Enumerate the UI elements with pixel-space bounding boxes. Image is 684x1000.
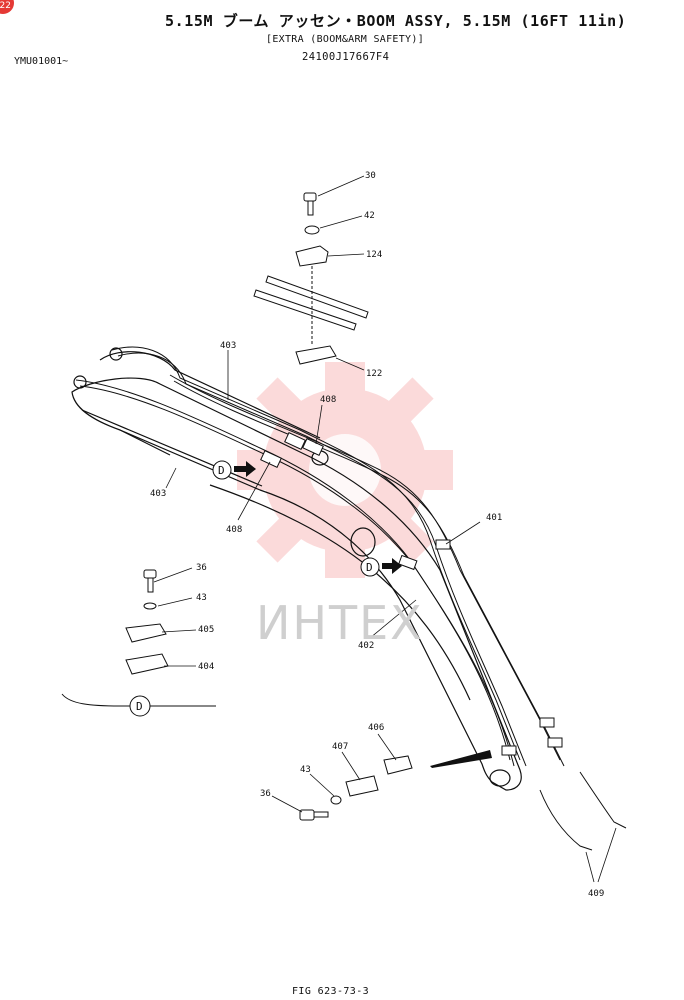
detail-marker-d-2-label: D [366,561,373,574]
washer-43b [330,795,342,805]
lower-exploded-parts [299,755,413,821]
hose-lines [75,346,627,851]
bolt-head-36b [299,809,315,821]
figure-reference: FIG 623-73-3 [292,986,370,997]
callout-403-lower: 403 [150,489,166,499]
callout-42: 42 [364,211,375,221]
clamp-404 [125,653,169,675]
clamp-122 [295,345,337,365]
page-corner-badge: 22 [0,0,14,14]
arrow-right-icon [234,461,256,477]
clamp-406 [383,755,413,775]
detail-d-bracket-line [61,693,216,707]
clamp-set-upper [260,432,563,756]
callout-405: 405 [198,625,214,635]
page-title: 5.15M ブーム アッセン・BOOM ASSY, 5.15M (16FT 11… [165,12,627,30]
bolt-shank-30 [307,200,314,216]
callout-124: 124 [366,250,382,260]
assembly-part-number: 24100J17667F4 [302,51,390,63]
callout-408-upper: 408 [320,395,336,405]
detail-d-label: D [136,700,143,713]
clamp-124 [295,245,329,267]
tube-upper [253,289,357,331]
serial-range: YMU01001~ [14,56,69,67]
bolt-shank-36b [313,811,329,818]
clamp-407 [345,775,379,797]
callout-36-detail: 36 [196,563,207,573]
washer-42 [304,225,320,235]
bolt-head-30 [303,192,317,202]
callout-408-lower: 408 [226,525,242,535]
detail-marker-d-1-label: D [218,464,225,477]
detail-d-label-circle [129,695,151,717]
clamp-405 [125,623,167,643]
pointer-wedge [430,750,492,768]
detail-marker-d-2 [360,557,380,577]
callout-122: 122 [366,369,382,379]
detail-arrows: D D [212,460,402,577]
detail-marker-d-1 [212,460,232,480]
callout-403-upper: 403 [220,341,236,351]
callout-43-detail: 43 [196,593,207,603]
bolt-head-36a [143,569,157,579]
callout-404: 404 [198,662,214,672]
page-subtitle: [EXTRA (BOOM&ARM SAFETY)] [266,34,425,45]
leader-lines [153,175,617,883]
callout-labels: 30 42 124 122 403 403 408 408 401 402 36… [150,171,604,899]
callout-409: 409 [588,889,604,899]
tube-lower [265,275,369,319]
watermark-text: ИНТЕХ [256,596,424,650]
top-exploded-parts [253,192,369,365]
arrow-right-icon [382,558,402,574]
washer-43a [143,602,157,610]
callout-43-lower: 43 [300,765,311,775]
callout-36-lower: 36 [260,789,271,799]
callout-407: 407 [332,742,348,752]
callout-406: 406 [368,723,384,733]
callout-30: 30 [365,171,376,181]
callout-401: 401 [486,513,502,523]
callout-402: 402 [358,641,374,651]
bolt-shank-36a [147,577,154,593]
detail-d-exploded [125,569,169,675]
